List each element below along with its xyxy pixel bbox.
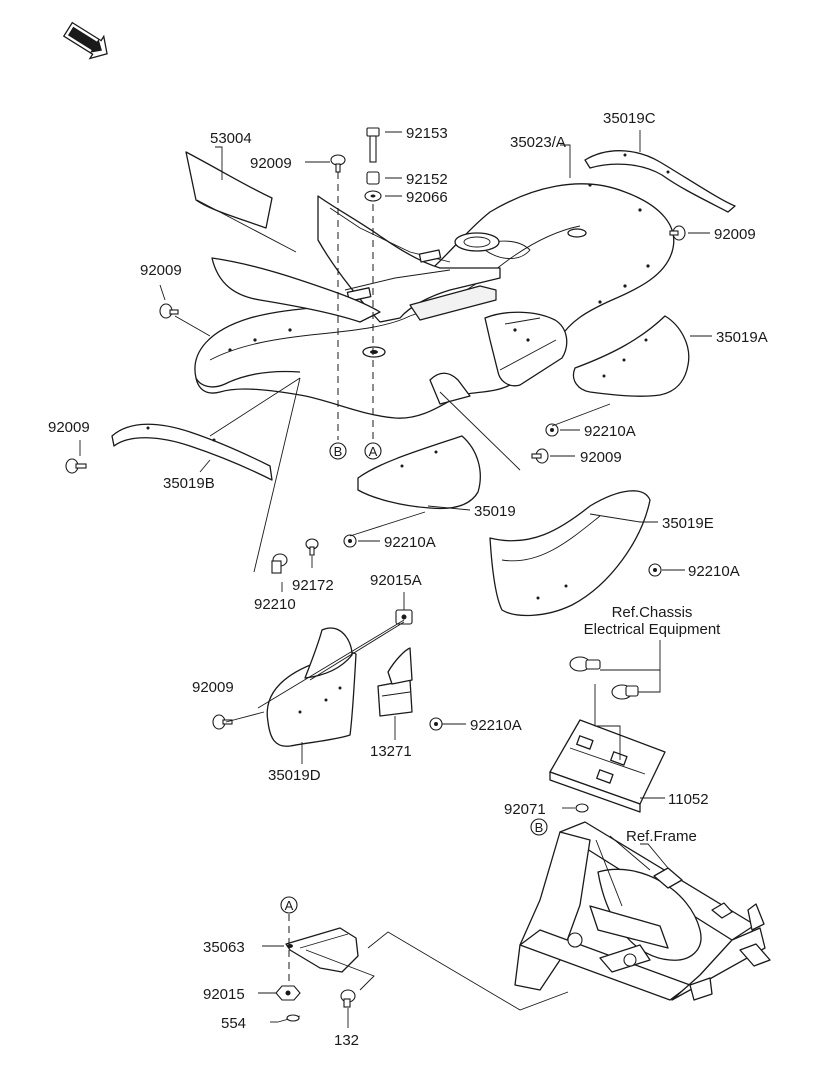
label-92152: 92152 [406,171,448,188]
reference-notes: Ref.Chassis Electrical Equipment Ref.Fra… [584,604,722,845]
label-92009-left: 92009 [140,262,182,279]
label-92009-top: 92009 [250,155,292,172]
callout-b-frame-text: B [535,820,544,835]
label-35063: 35063 [203,939,245,956]
label-35019: 35019 [474,503,516,520]
label-92009-right: 92009 [714,226,756,243]
callout-a-top: A [364,442,382,460]
label-92066: 92066 [406,189,448,206]
label-92015: 92015 [203,986,245,1003]
label-11052: 11052 [668,791,709,808]
part-11052-tray [549,719,666,813]
label-554: 554 [221,1015,246,1032]
label-35019C: 35019C [603,110,656,127]
label-92172: 92172 [292,577,334,594]
label-92015A: 92015A [370,572,422,589]
callout-a-top-text: A [369,444,378,459]
label-92210A-4: 92210A [470,717,522,734]
callout-b-top-text: B [334,444,343,459]
callout-a-bracket-text: A [285,898,294,913]
label-92210A-1: 92210A [584,423,636,440]
label-92009-fl: 92009 [48,419,90,436]
electrical-parts [569,656,639,700]
part-35019C-flap [584,150,736,213]
ref-chassis-line1: Ref.Chassis [612,604,693,621]
part-35019A-fender [572,315,690,397]
part-13271-bracket [377,647,413,717]
callout-a-bracket: A [280,896,298,914]
label-92153: 92153 [406,125,448,142]
label-35019B: 35019B [163,475,215,492]
part-35063-bracket [285,927,359,973]
front-direction-badge [62,21,108,60]
part-35019B-flap [111,423,273,481]
callout-b-frame: B [530,818,548,836]
label-92009-mid: 92009 [580,449,622,466]
fender-rivets [228,183,650,352]
label-92210A-3: 92210A [688,563,740,580]
label-92009-low: 92009 [192,679,234,696]
part-35019D-guard [266,627,357,747]
label-92071: 92071 [504,801,546,818]
label-35023A: 35023/A [510,134,566,151]
label-13271: 13271 [370,743,412,760]
label-35019E: 35019E [662,515,714,532]
label-35019D: 35019D [268,767,321,784]
ref-frame: Ref.Frame [626,828,697,845]
fasteners [65,127,686,1023]
callout-b-top: B [329,442,347,460]
ref-chassis-line2: Electrical Equipment [584,621,722,638]
frame-assembly [514,821,771,1001]
label-35019A: 35019A [716,329,768,346]
part-35019E-guard [489,490,651,617]
label-132: 132 [334,1032,359,1049]
part-35019-mudflap [357,435,481,510]
part-53004-pad [185,151,273,229]
label-92210: 92210 [254,596,296,613]
label-53004: 53004 [210,130,252,147]
rear-fender-assembly [194,183,675,419]
leader-lines [79,130,712,1028]
label-92210A-2: 92210A [384,534,436,551]
part-labels: 53004 92009 92153 92152 92066 35023/A 35… [48,110,768,1049]
